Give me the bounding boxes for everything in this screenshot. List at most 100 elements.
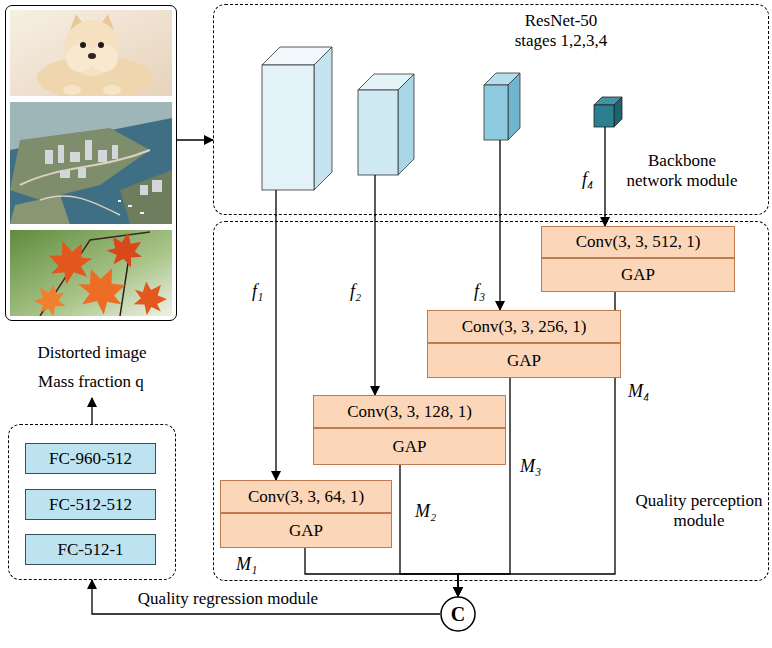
illustration-part — [40, 196, 120, 215]
illustration-part — [10, 118, 172, 224]
box-label: Conv(3, 3, 128, 1) — [347, 402, 472, 422]
illustration-part — [140, 185, 148, 195]
module-box: Quality perception module Conv(3, 3, 512,… — [213, 221, 769, 581]
feature-block-2 — [358, 74, 414, 175]
box-label: GAP — [289, 521, 323, 541]
signal-label: M₃ — [520, 455, 541, 477]
illustration-part — [88, 53, 96, 59]
flow-arrow — [92, 580, 440, 614]
pool-box: GAP — [220, 513, 392, 548]
illustration-part — [314, 47, 332, 190]
illustration-part — [98, 42, 104, 48]
flow-arrow — [499, 215, 500, 310]
box-label: C — [451, 604, 465, 624]
module-box: Quality regression moduleFC-960-512FC-51… — [8, 424, 176, 580]
conv-box: Conv(3, 3, 64, 1) — [220, 480, 392, 513]
signal-label: f₁ — [252, 280, 263, 302]
pool-box: GAP — [427, 343, 621, 378]
flow-arrow — [275, 215, 276, 480]
box-label: Conv(3, 3, 64, 1) — [248, 487, 364, 507]
feature-block-1 — [262, 47, 332, 190]
illustration-part — [127, 274, 172, 316]
box-label: GAP — [392, 437, 426, 457]
illustration-part — [63, 85, 81, 95]
illustration-part — [64, 20, 120, 76]
conv-box: Conv(3, 3, 512, 1) — [541, 226, 735, 258]
feature-block-4 — [594, 97, 622, 127]
illustration-part — [45, 140, 162, 195]
output-arrow — [91, 398, 92, 424]
flow-arrow — [400, 465, 458, 596]
box-label: GAP — [621, 265, 655, 285]
circle-outline — [441, 597, 475, 631]
signal-label: f₄ — [582, 168, 593, 190]
pool-box: GAP — [541, 258, 735, 292]
illustration-part — [118, 200, 121, 202]
module-box: ResNet-50 stages 1,2,3,4Backbone network… — [213, 4, 769, 215]
illustration-part — [58, 145, 64, 163]
flow-arrow — [177, 139, 213, 140]
dog-photo — [10, 10, 172, 96]
illustration-part — [98, 150, 107, 162]
feature-block-3 — [484, 73, 520, 140]
conv-box: Conv(3, 3, 256, 1) — [427, 310, 621, 343]
illustration-part — [484, 85, 508, 140]
box-label: GAP — [507, 351, 541, 371]
fc-box: FC-512-1 — [25, 534, 156, 565]
box-label: Conv(3, 3, 256, 1) — [462, 317, 587, 337]
maple-leaves-photo — [10, 230, 172, 316]
illustration-part — [10, 102, 172, 224]
module-title: ResNet-50 stages 1,2,3,4 — [507, 11, 615, 51]
concat-circle: C — [440, 596, 476, 632]
illustration-part — [374, 175, 375, 216]
conv-box: Conv(3, 3, 128, 1) — [313, 395, 506, 428]
signal-label: M₂ — [415, 500, 436, 522]
module-title: Quality regression module — [113, 589, 343, 609]
illustration-part — [103, 85, 121, 95]
illustration-part — [604, 127, 605, 216]
signal-label: M₁ — [236, 553, 257, 575]
illustration-part — [140, 212, 144, 214]
fc-box: FC-960-512 — [25, 443, 156, 474]
illustration-part — [152, 180, 162, 192]
illustration-part — [85, 140, 92, 160]
fc-box: FC-512-512 — [25, 489, 156, 520]
illustration-part — [508, 73, 520, 140]
signal-label: f₂ — [350, 280, 361, 302]
flow-arrow — [374, 215, 375, 395]
illustration-part — [78, 168, 86, 178]
image-panel: Distorted image — [5, 5, 177, 321]
illustration-part — [71, 258, 134, 316]
illustration-part — [118, 200, 144, 214]
illustration-part — [80, 42, 86, 48]
illustration-part — [358, 90, 398, 175]
illustration-part — [42, 234, 98, 288]
city-aerial-photo — [10, 102, 172, 224]
illustration-part — [20, 150, 150, 185]
module-title: Distorted image — [6, 343, 178, 363]
illustration-part — [398, 74, 414, 175]
flow-arrow — [305, 548, 458, 596]
illustration-part — [112, 145, 118, 159]
illustration-part — [70, 152, 80, 162]
illustration-part — [614, 97, 622, 127]
illustration-part — [128, 205, 132, 207]
feature-lead-lines — [276, 127, 605, 216]
illustration-part — [499, 140, 500, 216]
module-title: Backbone network module — [623, 151, 741, 191]
box-label: FC-960-512 — [49, 449, 132, 469]
signal-label: f₃ — [474, 280, 485, 302]
illustration-part — [594, 105, 614, 127]
box-label: Conv(3, 3, 512, 1) — [576, 232, 701, 252]
illustration-part — [120, 170, 172, 224]
illustration-part — [262, 65, 314, 190]
module-title: Quality perception module — [631, 491, 767, 531]
box-label: FC-512-512 — [49, 495, 132, 515]
box-label: FC-512-1 — [57, 540, 123, 560]
pool-box: GAP — [313, 428, 506, 465]
illustration-part — [27, 277, 71, 316]
illustration-part — [104, 230, 145, 269]
illustration-part — [275, 190, 276, 216]
